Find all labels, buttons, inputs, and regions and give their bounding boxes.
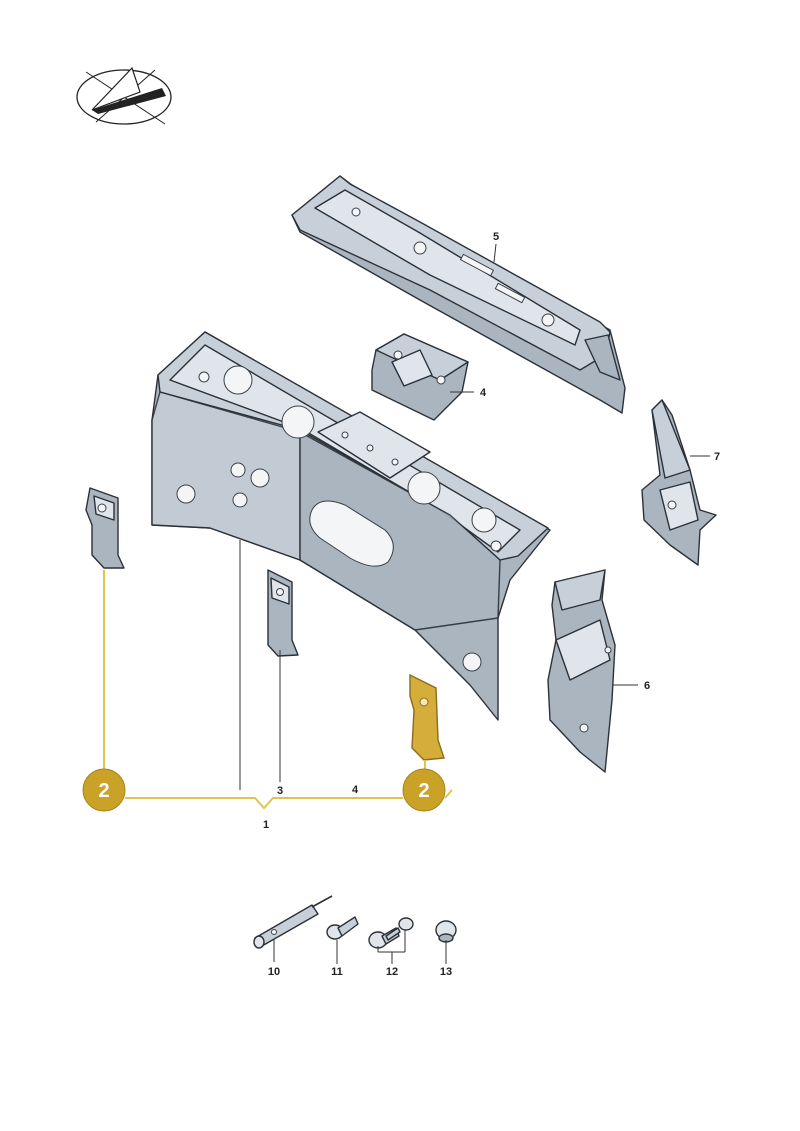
part-2-highlighted-bracket [409, 673, 445, 761]
callout-11: 11 [331, 966, 343, 978]
part-3-bracket [267, 569, 299, 657]
callout-3: 3 [277, 785, 283, 797]
badge-right: 2 [402, 768, 446, 812]
part-11-clip [326, 916, 359, 940]
badge-right-text: 2 [418, 780, 429, 802]
callout-12: 12 [386, 966, 398, 978]
callout-4-line: 4 [352, 784, 359, 796]
badge-left-text: 2 [98, 780, 109, 802]
part-4-small-bracket [371, 333, 469, 421]
part-7-right-bracket [641, 399, 717, 566]
callout-7: 7 [714, 451, 720, 463]
gold-connector [103, 570, 453, 810]
badge-left: 2 [82, 768, 126, 812]
part-2-left-bracket [85, 487, 125, 569]
callout-1: 1 [263, 819, 269, 831]
part-12-bolt-nut [368, 917, 414, 949]
callout-10: 10 [268, 966, 280, 978]
orientation-arrow-icon [76, 66, 172, 125]
part-1-rear-panel [151, 331, 551, 721]
part-6-right-lower-bracket [547, 569, 616, 773]
part-13-nut [435, 920, 457, 943]
callout-5: 5 [493, 231, 499, 243]
callout-6: 6 [644, 680, 650, 692]
part-10-pin [253, 895, 333, 949]
callout-4-bracket: 4 [480, 387, 487, 399]
callout-13: 13 [440, 966, 452, 978]
leader-lines [239, 243, 710, 964]
part-5-upper-cross-member [291, 175, 626, 414]
